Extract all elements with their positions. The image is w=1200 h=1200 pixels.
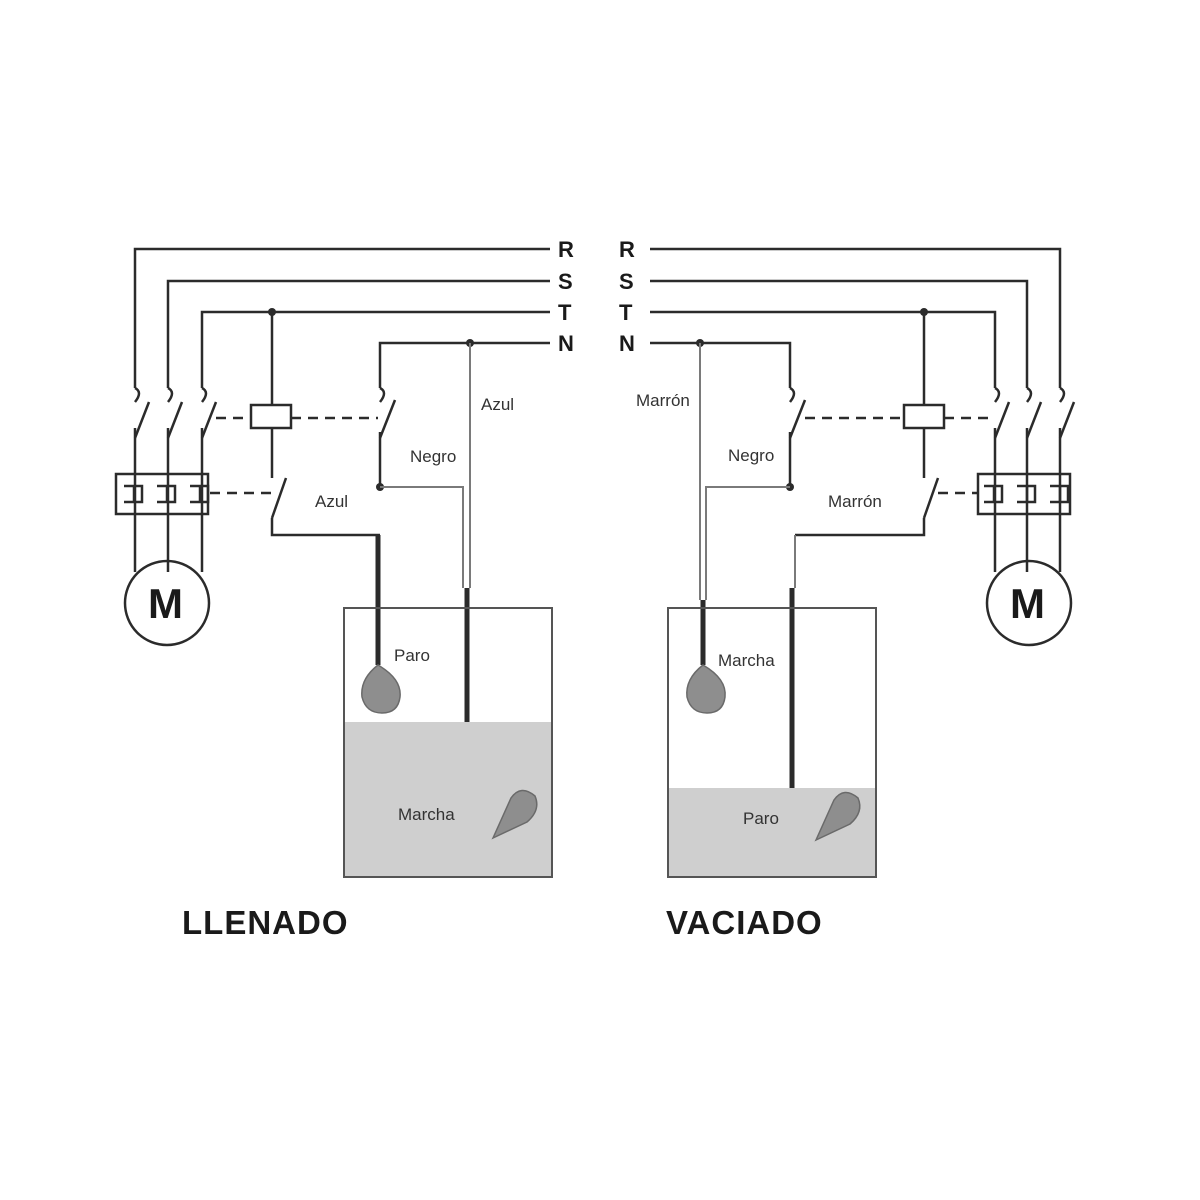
bus-r-left — [133, 247, 550, 388]
phase-label-s-left: S — [558, 269, 573, 294]
float-marcha-right — [686, 664, 726, 714]
tank-right — [667, 607, 877, 878]
overload-contact-left — [270, 477, 288, 519]
float-paro-right — [814, 791, 861, 842]
wire-negro-left — [380, 486, 464, 588]
float-marcha-left — [491, 789, 538, 840]
bus-n-right — [650, 341, 792, 388]
motor-right — [985, 559, 1073, 647]
label-marron-top-right: Marrón — [636, 391, 690, 410]
phase-label-r-left: R — [558, 237, 574, 262]
label-azul-coil-left: Azul — [315, 492, 348, 511]
llenado-circuit: M Azul Negro Azul Paro Marcha LLENADO — [114, 247, 553, 941]
motor-label-left: M — [148, 580, 183, 627]
motor-label-right: M — [1010, 580, 1045, 627]
label-negro-right: Negro — [728, 446, 774, 465]
bus-r-right — [650, 247, 1062, 388]
phase-label-n-right: N — [619, 331, 635, 356]
phase-label-n-left: N — [558, 331, 574, 356]
phase-label-s-right: S — [619, 269, 634, 294]
bus-n-left — [378, 341, 550, 388]
title-llenado: LLENADO — [182, 904, 349, 941]
thermal-relay-right — [976, 472, 1072, 516]
phase-label-t-right: T — [619, 300, 633, 325]
tank-left — [343, 607, 553, 878]
label-azul-top-left: Azul — [481, 395, 514, 414]
thermal-relay-left — [114, 472, 210, 516]
phase-labels-right: R S T N — [619, 237, 635, 356]
label-negro-left: Negro — [410, 447, 456, 466]
contactor-poles-left — [133, 386, 218, 572]
float-paro-left — [361, 664, 401, 714]
label-paro-left: Paro — [394, 646, 430, 665]
vaciado-circuit: M Marrón Negro Marrón Marcha Paro VACIAD… — [636, 247, 1076, 941]
contactor-coil-right — [902, 403, 946, 430]
contactor-coil-left — [249, 403, 293, 430]
phase-label-r-right: R — [619, 237, 635, 262]
phase-label-t-left: T — [558, 300, 572, 325]
bus-t-right — [650, 310, 997, 388]
motor-left — [123, 559, 211, 647]
wire-negro-right — [705, 486, 790, 600]
label-marcha-left: Marcha — [398, 805, 455, 824]
overload-contact-right — [922, 477, 940, 519]
contactor-poles-right — [993, 386, 1076, 572]
label-marron-coil-right: Marrón — [828, 492, 882, 511]
label-marcha-right: Marcha — [718, 651, 775, 670]
label-paro-right: Paro — [743, 809, 779, 828]
bus-t-left — [200, 310, 550, 388]
bus-s-right — [650, 279, 1029, 388]
bus-s-left — [166, 279, 550, 388]
phase-labels-left: R S T N — [558, 237, 574, 356]
title-vaciado: VACIADO — [666, 904, 823, 941]
